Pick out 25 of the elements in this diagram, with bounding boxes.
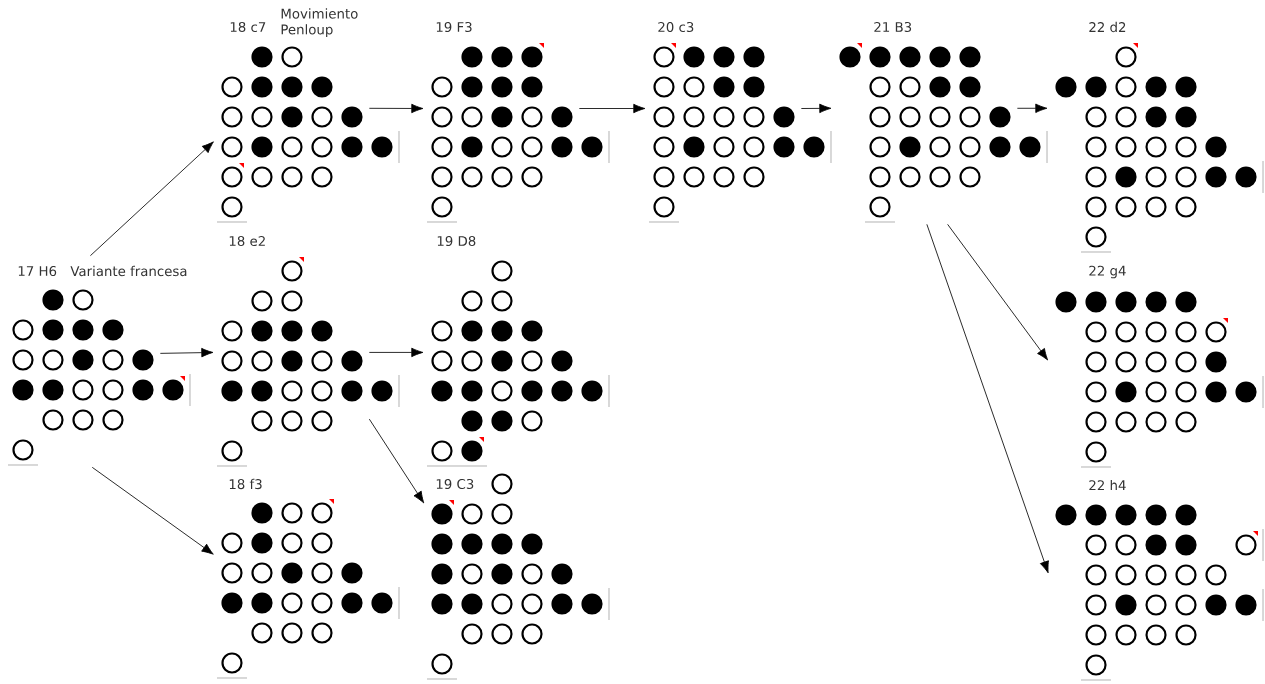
- arrow: [926, 223, 1049, 574]
- arrow: [1016, 103, 1048, 113]
- arrow: [578, 103, 646, 114]
- move-label: 22 g4: [1089, 265, 1126, 279]
- arrow: [947, 223, 1049, 361]
- move-label: 21 B3: [874, 21, 912, 33]
- note-text: Movimiento Penloup: [281, 8, 358, 38]
- arrow: [90, 141, 214, 257]
- move-label: 20 c3: [658, 21, 694, 33]
- move-label: 22 d2: [1089, 21, 1126, 33]
- note-text: Variante francesa: [70, 265, 187, 277]
- arrow: [159, 347, 214, 358]
- arrow: [368, 418, 425, 504]
- move-label: 22 h4: [1089, 479, 1126, 491]
- move-label: 18 e2: [229, 235, 265, 247]
- arrow: [368, 103, 424, 114]
- move-label: 17 H6: [18, 265, 57, 277]
- move-label: 19 C3: [436, 478, 474, 490]
- move-label: 18 f3: [229, 478, 262, 490]
- move-label: 18 c7: [230, 21, 266, 33]
- arrow: [368, 347, 424, 358]
- move-label: 19 D8: [437, 235, 476, 247]
- move-label: 19 F3: [436, 21, 472, 33]
- arrow: [800, 103, 832, 114]
- arrow: [91, 466, 214, 555]
